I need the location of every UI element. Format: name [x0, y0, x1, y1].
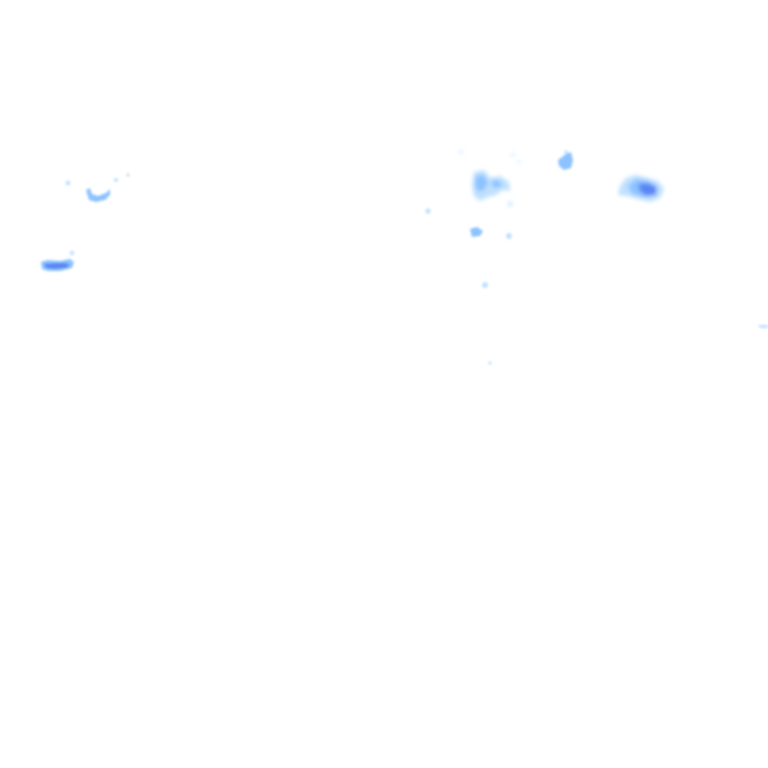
echo-scattered-dots — [758, 325, 768, 328]
echo-east-cell — [618, 175, 664, 202]
echo-center-cluster — [459, 150, 521, 207]
echo-center-lower — [425, 208, 512, 365]
echo-west-small — [65, 173, 130, 202]
echo-northeast-small — [558, 150, 573, 170]
echo-west-strip — [41, 250, 75, 271]
